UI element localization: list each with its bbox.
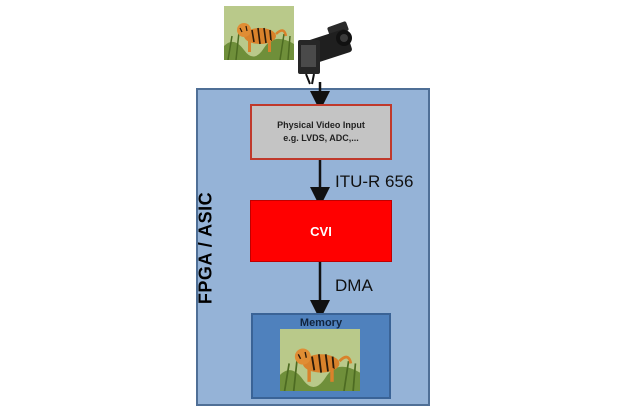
physical-input-title: Physical Video Input [277, 120, 365, 130]
dma-label: DMA [335, 276, 373, 295]
cvi-box: CVI [250, 200, 392, 262]
cvi-label: CVI [310, 223, 332, 239]
physical-video-input-box: Physical Video Input e.g. LVDS, ADC,... [250, 104, 392, 160]
itu-r-656-label: ITU-R 656 [335, 172, 414, 191]
video-camera-icon [284, 18, 364, 88]
tiger-image-icon [280, 329, 360, 391]
memory-label: Memory [299, 317, 343, 329]
physical-input-examples: e.g. LVDS, ADC,... [283, 133, 359, 143]
tiger-image-icon [224, 6, 294, 60]
